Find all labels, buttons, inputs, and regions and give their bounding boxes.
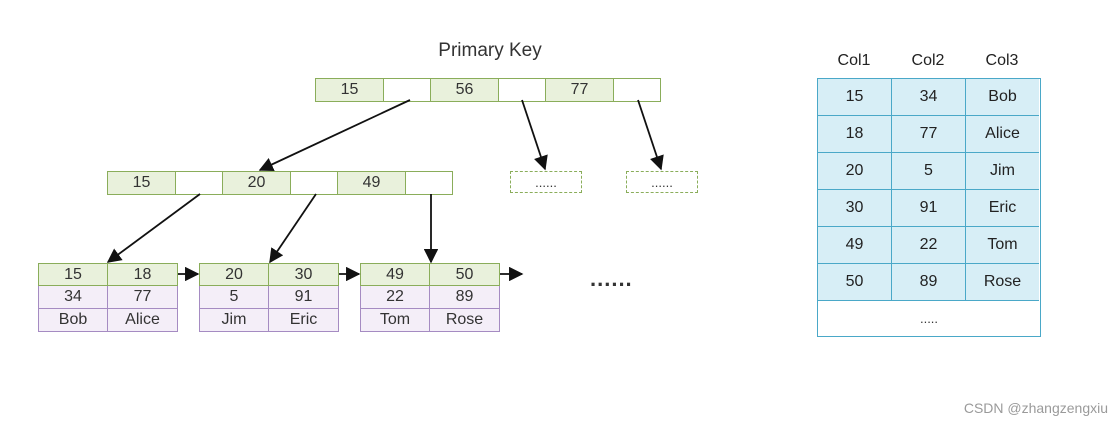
table-cell: Tom bbox=[966, 227, 1039, 264]
table-cell: Jim bbox=[966, 153, 1039, 190]
table-cell: Bob bbox=[966, 79, 1039, 116]
leaf-key-row: 20 30 bbox=[199, 263, 339, 286]
arrow-root-to-placeholder bbox=[521, 99, 548, 171]
leaf-value: Bob bbox=[38, 309, 108, 332]
root-pointer-cell bbox=[498, 78, 546, 102]
table-row: 49 22 Tom bbox=[818, 227, 1040, 264]
leaf-value: Rose bbox=[430, 309, 500, 332]
root-key-cell: 77 bbox=[544, 78, 615, 102]
table-cell: 20 bbox=[818, 153, 892, 190]
leaf-key: 50 bbox=[430, 263, 500, 286]
root-pointer-cell bbox=[383, 78, 431, 102]
table-cell: Rose bbox=[966, 264, 1039, 301]
leaf-key: 15 bbox=[38, 263, 108, 286]
leaf-value: Alice bbox=[108, 309, 178, 332]
leaf-value: 5 bbox=[199, 286, 269, 309]
leaf-key: 49 bbox=[360, 263, 430, 286]
leaf-col2-row: 22 89 bbox=[360, 286, 500, 309]
leaf-value: 22 bbox=[360, 286, 430, 309]
leaf-col2-row: 34 77 bbox=[38, 286, 178, 309]
leaf-value: 77 bbox=[108, 286, 178, 309]
table-cell: Eric bbox=[966, 190, 1039, 227]
table-cell: 30 bbox=[818, 190, 892, 227]
root-key-cell: 15 bbox=[314, 78, 385, 102]
leaf-value: Tom bbox=[360, 309, 430, 332]
leaf-col3-row: Tom Rose bbox=[360, 309, 500, 332]
table-row: 18 77 Alice bbox=[818, 116, 1040, 153]
table-cell: 77 bbox=[892, 116, 966, 153]
internal-node: 15 20 49 bbox=[106, 171, 453, 195]
watermark: CSDN @zhangzengxiu bbox=[963, 400, 1108, 416]
diagram-title: Primary Key bbox=[438, 40, 542, 61]
column-header: Col2 bbox=[911, 52, 945, 69]
placeholder-node: ...... bbox=[626, 171, 698, 193]
root-node: 15 56 77 bbox=[314, 78, 661, 102]
internal-key-cell: 15 bbox=[106, 171, 177, 195]
table-cell: Alice bbox=[966, 116, 1039, 153]
leaf-value: 34 bbox=[38, 286, 108, 309]
leaf-node: 20 30 5 91 Jim Eric bbox=[199, 263, 339, 332]
leaf-value: Jim bbox=[199, 309, 269, 332]
root-pointer-cell bbox=[613, 78, 661, 102]
leaf-value: 89 bbox=[430, 286, 500, 309]
table-cell: 18 bbox=[818, 116, 892, 153]
arrow-internal-to-leaf bbox=[269, 193, 317, 264]
internal-pointer-cell bbox=[175, 171, 223, 195]
leaf-node: 49 50 22 89 Tom Rose bbox=[360, 263, 500, 332]
table-cell: 22 bbox=[892, 227, 966, 264]
root-key-cell: 56 bbox=[429, 78, 500, 102]
table-row: 50 89 Rose bbox=[818, 264, 1040, 301]
table-cell: 15 bbox=[818, 79, 892, 116]
leaf-value: Eric bbox=[269, 309, 339, 332]
leaf-key: 18 bbox=[108, 263, 178, 286]
column-header: Col3 bbox=[985, 52, 1019, 69]
data-table: Col1 Col2 Col3 15 34 Bob 18 77 Alice 20 … bbox=[817, 44, 1041, 337]
table-cell: 89 bbox=[892, 264, 966, 301]
table-body: 15 34 Bob 18 77 Alice 20 5 Jim 30 91 Eri… bbox=[817, 78, 1041, 337]
table-cell: 5 bbox=[892, 153, 966, 190]
table-row: 20 5 Jim bbox=[818, 153, 1040, 190]
arrow-root-to-internal bbox=[258, 99, 411, 172]
more-leaves-ellipsis: ...... bbox=[590, 266, 633, 291]
arrow-internal-to-leaf bbox=[106, 193, 201, 263]
table-cell: 50 bbox=[818, 264, 892, 301]
placeholder-node: ...... bbox=[510, 171, 582, 193]
leaf-key-row: 49 50 bbox=[360, 263, 500, 286]
leaf-col3-row: Bob Alice bbox=[38, 309, 178, 332]
leaf-key-row: 15 18 bbox=[38, 263, 178, 286]
leaf-key: 30 bbox=[269, 263, 339, 286]
table-cell: 91 bbox=[892, 190, 966, 227]
internal-pointer-cell bbox=[290, 171, 338, 195]
arrow-root-to-placeholder bbox=[637, 99, 664, 171]
table-more-rows: ..... bbox=[818, 301, 1040, 336]
column-header: Col1 bbox=[837, 52, 871, 69]
leaf-col2-row: 5 91 bbox=[199, 286, 339, 309]
leaf-key: 20 bbox=[199, 263, 269, 286]
internal-pointer-cell bbox=[405, 171, 453, 195]
leaf-node: 15 18 34 77 Bob Alice bbox=[38, 263, 178, 332]
table-row: 30 91 Eric bbox=[818, 190, 1040, 227]
internal-key-cell: 20 bbox=[221, 171, 292, 195]
table-cell: 49 bbox=[818, 227, 892, 264]
table-cell: 34 bbox=[892, 79, 966, 116]
leaf-value: 91 bbox=[269, 286, 339, 309]
internal-key-cell: 49 bbox=[336, 171, 407, 195]
leaf-col3-row: Jim Eric bbox=[199, 309, 339, 332]
table-row: 15 34 Bob bbox=[818, 79, 1040, 116]
table-header: Col1 Col2 Col3 bbox=[817, 44, 1041, 78]
